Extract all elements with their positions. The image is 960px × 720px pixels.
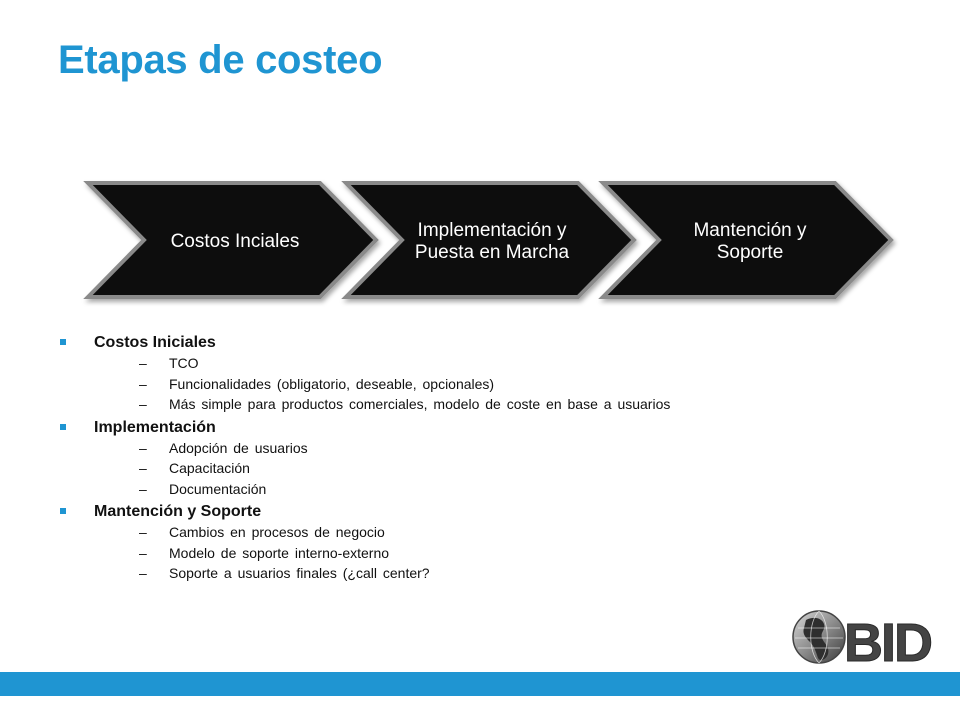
sub-bullet-item: – Capacitación (94, 458, 920, 479)
sub-bullet-text: Modelo de soporte interno-externo (169, 544, 390, 561)
sub-bullet-text: Más simple para productos comerciales, m… (169, 396, 671, 412)
dash-icon: – (139, 480, 147, 497)
sub-bullet-list: – Cambios en procesos de negocio – Modelo … (94, 522, 920, 584)
sub-bullet-list: – Adopción de usuarios – Capacitación – Doc… (94, 438, 920, 500)
dash-icon: – (139, 544, 147, 561)
bullet-section-title: Costos Iniciales (94, 334, 216, 351)
sub-bullet-item: – Documentación (94, 479, 920, 500)
slide-title: Etapas de costeo (58, 38, 383, 82)
logo-text: BID (844, 613, 931, 666)
dash-icon: – (139, 460, 147, 476)
bullet-list: Costos Iniciales – TCO – Funcionalidades (… (60, 330, 920, 584)
dash-icon: – (139, 355, 147, 371)
dash-icon: – (139, 439, 147, 456)
sub-bullet-item: – Adopción de usuarios (94, 438, 920, 459)
sub-bullet-item: – Funcionalidades (obligatorio, deseable,… (94, 374, 920, 395)
sub-bullet-item: – Soporte a usuarios finales (¿call cente… (94, 563, 920, 584)
bullet-section: Implementación – Adopción de usuarios – Ca… (60, 417, 920, 500)
square-bullet-icon (60, 339, 66, 345)
dash-icon: – (139, 565, 147, 581)
dash-icon: – (139, 524, 147, 540)
chevron-step-3-label: Mantención y Soporte (693, 220, 807, 263)
sub-bullet-item: – Más simple para productos comerciales, … (94, 394, 920, 415)
bullet-section: Mantención y Soporte – Cambios en proceso… (60, 501, 920, 584)
sub-bullet-text: Cambios en procesos de negocio (169, 524, 385, 540)
bullet-section: Costos Iniciales – TCO – Funcionalidades (… (60, 332, 920, 415)
globe-icon (792, 610, 846, 664)
sub-bullet-item: – Modelo de soporte interno-externo (94, 543, 920, 564)
bullet-section-title: Implementación (94, 418, 216, 436)
sub-bullet-text: Adopción de usuarios (169, 439, 308, 456)
square-bullet-icon (60, 423, 66, 430)
bullet-section-title: Mantención y Soporte (94, 503, 262, 520)
sub-bullet-list: – TCO – Funcionalidades (obligatorio, dese… (94, 353, 920, 415)
bid-logo: BID (792, 610, 934, 666)
sub-bullet-item: – Cambios en procesos de negocio (94, 522, 920, 543)
sub-bullet-text: Soporte a usuarios finales (¿call center… (169, 565, 430, 581)
footer-bar (0, 672, 960, 696)
sub-bullet-text: Documentación (169, 480, 267, 497)
square-bullet-icon (60, 508, 66, 514)
sub-bullet-text: TCO (169, 355, 199, 371)
sub-bullet-item: – TCO (94, 353, 920, 374)
sub-bullet-text: Funcionalidades (obligatorio, deseable, … (169, 375, 495, 392)
dash-icon: – (139, 396, 147, 412)
chevron-step-1-label: Costos Inciales (170, 231, 300, 252)
sub-bullet-text: Capacitación (169, 460, 250, 476)
dash-icon: – (139, 375, 147, 392)
chevron-step-2-label: Implementación y Puesta en Marcha (414, 220, 570, 263)
